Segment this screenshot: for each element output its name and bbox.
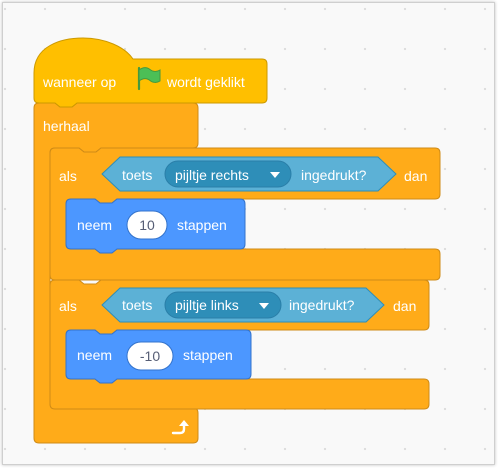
move-suffix-label: stappen [183, 347, 233, 363]
move-suffix-label: stappen [177, 217, 227, 233]
green-flag-icon [137, 66, 161, 91]
move-steps-block-right[interactable]: neem 10 stappen [65, 198, 246, 254]
then-label: dan [404, 168, 427, 184]
loop-arrow-icon [171, 420, 189, 435]
key-dropdown[interactable]: pijltje rechts [164, 160, 292, 188]
key-dropdown-value: pijltje links [175, 297, 239, 313]
if-block-left[interactable]: als toets pijltje links ingedrukt? dan [49, 279, 430, 410]
chevron-down-icon [259, 303, 269, 309]
steps-input-value: -10 [140, 348, 160, 364]
hat-suffix-label: wordt geklikt [166, 74, 245, 90]
condition-suffix-label: ingedrukt? [301, 167, 367, 183]
steps-input[interactable] [126, 341, 174, 371]
if-block-right[interactable]: als toets pijltje rechts ingedrukt? dan [49, 147, 441, 281]
chevron-down-icon [270, 172, 280, 178]
if-label: als [59, 298, 77, 314]
key-dropdown-value: pijltje rechts [175, 167, 249, 183]
move-prefix-label: neem [77, 217, 112, 233]
when-flag-clicked-hat-block[interactable]: wanneer op wordt geklikt [33, 37, 268, 108]
steps-input[interactable] [126, 210, 168, 240]
move-prefix-label: neem [77, 347, 112, 363]
then-label: dan [393, 298, 416, 314]
move-steps-block-left[interactable]: neem -10 stappen [65, 329, 252, 384]
steps-input-value: 10 [139, 217, 155, 233]
key-dropdown[interactable]: pijltje links [164, 291, 282, 319]
script-canvas[interactable]: herhaal wanneer op wordt geklikt als toe… [2, 2, 495, 465]
forever-label: herhaal [43, 118, 90, 134]
if-label: als [59, 168, 77, 184]
key-pressed-condition[interactable]: toets pijltje rechts ingedrukt? [101, 156, 397, 192]
hat-prefix-label: wanneer op [42, 74, 116, 90]
condition-prefix-label: toets [122, 167, 152, 183]
condition-prefix-label: toets [122, 297, 152, 313]
condition-suffix-label: ingedrukt? [289, 297, 355, 313]
key-pressed-condition[interactable]: toets pijltje links ingedrukt? [101, 287, 385, 323]
